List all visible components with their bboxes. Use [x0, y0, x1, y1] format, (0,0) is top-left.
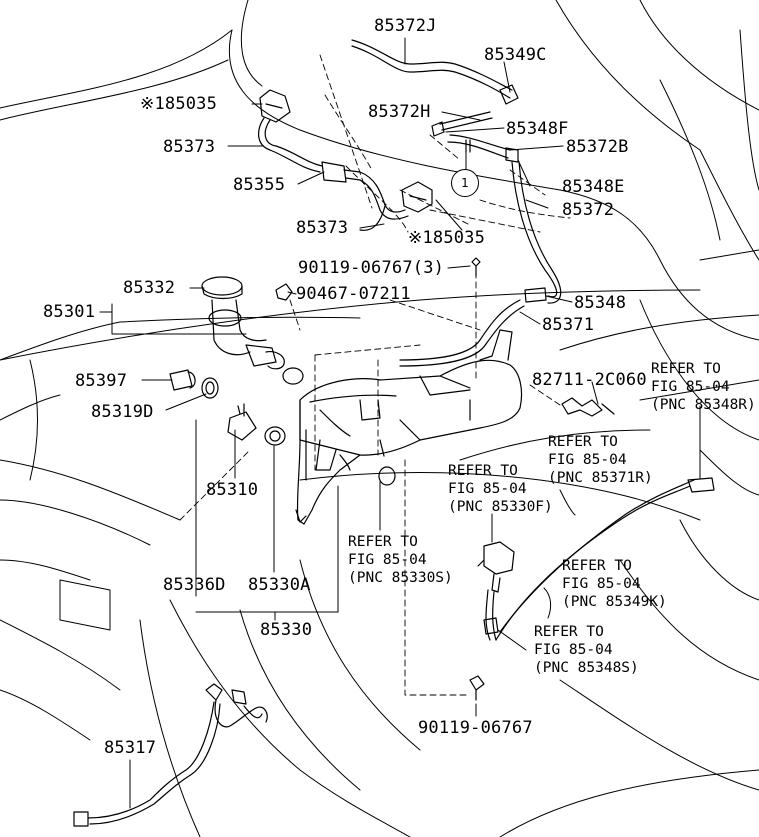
refer-note-85330F: REFER TO FIG 85-04 (PNC 85330F) — [448, 462, 553, 516]
refer-line: FIG 85-04 — [548, 452, 627, 468]
refer-line: FIG 85-04 — [534, 642, 613, 658]
part-label-85301: 85301 — [43, 302, 96, 322]
part-label-85035-upper: ※185035 — [140, 94, 218, 114]
refer-line: (PNC 85330F) — [448, 499, 553, 515]
part-label-85373-upper: 85373 — [163, 137, 216, 157]
part-label-85355: 85355 — [233, 175, 286, 195]
part-label-85330A: 85330A — [248, 575, 311, 595]
callout-marker: 1 — [451, 169, 479, 197]
part-label-85336D: 85336D — [163, 575, 226, 595]
refer-line: REFER TO — [348, 534, 418, 550]
part-label-85397: 85397 — [75, 371, 128, 391]
part-label-85348E: 85348E — [562, 177, 625, 197]
part-label-90467-07211: 90467-07211 — [296, 284, 411, 304]
refer-line: REFER TO — [534, 624, 604, 640]
part-label-85373-lower: 85373 — [296, 218, 349, 238]
refer-note-85349K: REFER TO FIG 85-04 (PNC 85349K) — [562, 557, 667, 611]
part-label-85332: 85332 — [123, 278, 176, 298]
part-label-85372: 85372 — [562, 200, 615, 220]
part-label-85348: 85348 — [574, 293, 627, 313]
refer-line: (PNC 85349K) — [562, 594, 667, 610]
refer-line: FIG 85-04 — [448, 481, 527, 497]
refer-line: REFER TO — [448, 463, 518, 479]
part-label-85319D: 85319D — [91, 402, 154, 422]
part-label-85349C: 85349C — [484, 45, 547, 65]
part-label-90119-06767: 90119-06767 — [418, 718, 533, 738]
upper-hoses — [351, 39, 562, 367]
part-label-85330: 85330 — [260, 620, 313, 640]
part-label-85348F: 85348F — [506, 119, 569, 139]
refer-line: REFER TO — [651, 361, 721, 377]
part-label-85371: 85371 — [542, 315, 595, 335]
washer-reservoir — [73, 257, 715, 827]
part-label-85372H: 85372H — [368, 102, 431, 122]
refer-note-85348R: REFER TO FIG 85-04 (PNC 85348R) — [651, 360, 756, 414]
part-label-85317: 85317 — [104, 738, 157, 758]
refer-line: (PNC 85330S) — [348, 570, 453, 586]
refer-line: REFER TO — [548, 434, 618, 450]
part-label-85035-lower: ※185035 — [408, 228, 486, 248]
refer-line: FIG 85-04 — [651, 379, 730, 395]
washer-nozzles — [258, 89, 433, 231]
dashed-reference-lines — [179, 54, 571, 696]
part-label-90119-06767-3: 90119-06767(3) — [298, 258, 445, 278]
refer-line: (PNC 85348S) — [534, 660, 639, 676]
refer-line: (PNC 85371R) — [548, 470, 653, 486]
refer-line: REFER TO — [562, 558, 632, 574]
refer-line: (PNC 85348R) — [651, 397, 756, 413]
refer-line: FIG 85-04 — [348, 552, 427, 568]
part-label-85372J: 85372J — [374, 16, 437, 36]
refer-note-85330S: REFER TO FIG 85-04 (PNC 85330S) — [348, 533, 453, 587]
refer-line: FIG 85-04 — [562, 576, 641, 592]
part-label-82711-2C060: 82711-2C060 — [532, 370, 647, 390]
part-label-85310: 85310 — [206, 480, 259, 500]
part-label-85372B: 85372B — [566, 137, 629, 157]
leader-lines — [99, 37, 701, 809]
refer-note-85371R: REFER TO FIG 85-04 (PNC 85371R) — [548, 433, 653, 487]
refer-note-85348S: REFER TO FIG 85-04 (PNC 85348S) — [534, 623, 639, 677]
